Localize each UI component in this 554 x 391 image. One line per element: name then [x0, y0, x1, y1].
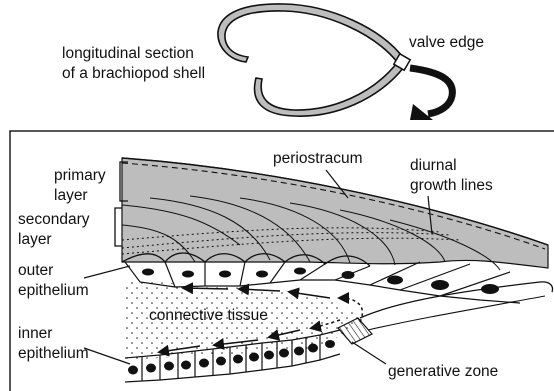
primary-layer-label-line2: layer [54, 187, 88, 204]
outer-epithelium-label-line2: epithelium [18, 282, 89, 299]
upper-valve [218, 4, 405, 63]
valve-edge-label: valve edge [409, 34, 484, 51]
shell-overview [218, 4, 452, 120]
overview-caption-line1: longitudinal section [62, 45, 194, 62]
diurnal-label-line1: diurnal [410, 157, 457, 174]
inner-epithelium-label-line2: epithelium [18, 345, 89, 362]
lower-valve [255, 63, 404, 116]
diurnal-label-line2: growth lines [410, 177, 493, 194]
connective-tissue-label: connective tissue [149, 307, 268, 324]
shell-primary-layer [122, 158, 548, 268]
secondary-layer-label-line2: layer [18, 231, 52, 248]
primary-layer-label-line1: primary [54, 167, 106, 184]
generative-zone-label: generative zone [388, 363, 498, 380]
inner-epithelium-label-line1: inner [18, 325, 52, 342]
overview-caption-line2: of a brachiopod shell [62, 65, 205, 82]
secondary-layer-label-line1: secondary [18, 211, 90, 228]
periostracum-label: periostracum [273, 150, 363, 167]
secondary-layer-bracket [115, 208, 122, 246]
outer-epithelium-label-line1: outer [18, 262, 53, 279]
